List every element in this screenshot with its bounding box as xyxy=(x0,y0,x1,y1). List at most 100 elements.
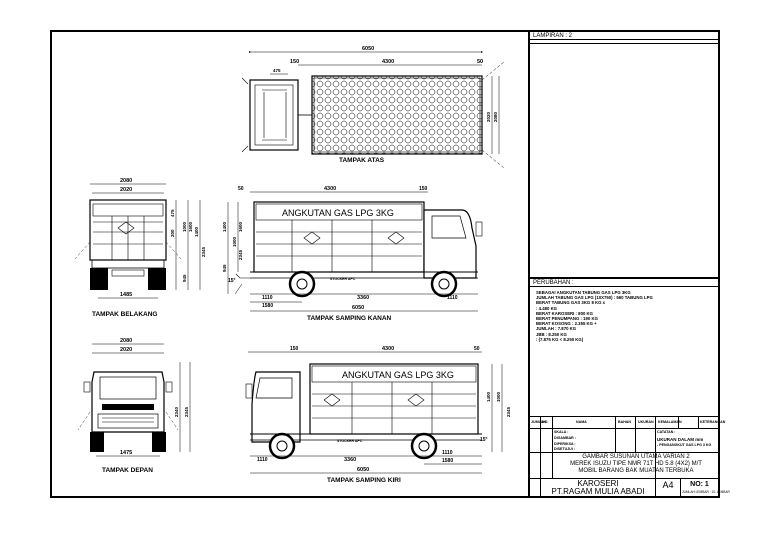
top-dim-cab: 475 xyxy=(273,68,281,73)
front-dim-track: 1475 xyxy=(120,450,132,456)
rear-dim-b: 200 xyxy=(170,229,175,237)
right-dim-h3: 1600 xyxy=(238,221,243,232)
left-dim-front: 150 xyxy=(290,346,299,352)
units-text: UKURAN DALAM mm xyxy=(657,437,704,442)
lampiran-label: LAMPIRAN : 2 xyxy=(530,32,718,40)
sheet-count: JUMLAH LEMBAR : 1/1 LEMBAR xyxy=(682,490,730,494)
rear-view: 2080 2020 1485 475 200 1000 1600 1400 23… xyxy=(73,178,206,318)
note-line: SEBAGAI ANGKUTAN TABUNG GAS LPG 3KG xyxy=(536,290,631,295)
right-dim-front: 50 xyxy=(238,186,244,192)
right-dim-body: 4300 xyxy=(324,186,336,192)
top-view: 6050 150 4300 50 475 2020 2080 TAMPAK AT… xyxy=(241,46,505,169)
right-front-wheel xyxy=(430,270,458,298)
company-line-2: PT.RAGAM MULIA ABADI xyxy=(551,487,645,496)
right-side-view: ANGKUTAN GAS LPG 3KG STOCKER APC 15° 50 … xyxy=(222,186,483,322)
th-no: NO. xyxy=(542,420,549,424)
left-view-title: TAMPAK SAMPING KIRI xyxy=(327,477,401,484)
left-dim-rear: 50 xyxy=(474,346,480,352)
right-dim-rear: 150 xyxy=(419,186,428,192)
left-dim-total: 6050 xyxy=(357,467,369,473)
units-label: CATATAN : xyxy=(657,430,676,434)
right-dim-ro2: 1110 xyxy=(447,295,458,301)
top-view-title: TAMPAK ATAS xyxy=(339,157,385,164)
top-cargo-bed xyxy=(311,75,483,155)
note-line: BERAT KAROSERI : 800 KG xyxy=(536,310,593,316)
left-dim-h1: 1400 xyxy=(486,391,491,402)
note-line: BERAT PENUMPANG : 190 KG xyxy=(536,316,598,321)
technical-drawing: 6050 150 4300 50 475 2020 2080 TAMPAK AT… xyxy=(73,46,511,484)
units-text2: - PENGANGKUT GAS LPG 3 KG xyxy=(657,443,712,447)
note-line: JUMLAH TABUNG GAS LPG (10X750) : 560 TAB… xyxy=(536,295,653,301)
right-angle: 15° xyxy=(228,278,236,284)
right-dim-ro: 1580 xyxy=(262,303,273,309)
th-kemalaman: KEMALAMAN xyxy=(658,420,682,424)
left-rear-wheel xyxy=(410,432,438,460)
front-dim-h2: 2340 xyxy=(174,406,179,417)
left-angle: 15° xyxy=(480,437,488,443)
left-dim-h3: 2345 xyxy=(506,406,511,417)
perubahan-label: PERUBAHAN : xyxy=(530,278,718,287)
th-keterangan: KETERANGAN xyxy=(700,420,726,424)
front-cab xyxy=(91,371,165,433)
front-view: 2080 2020 1475 2340 2345 TAMPAK DEPAN xyxy=(77,338,191,474)
right-stoker-label: STOCKER APC xyxy=(330,277,356,281)
note-line: BERAT KOSONG : 2.355 KG + xyxy=(536,321,597,327)
left-dim-wb: 3360 xyxy=(344,457,356,463)
drawing-sheet-border xyxy=(50,30,720,498)
left-dim-h2: 1000 xyxy=(496,391,501,402)
note-line: JUMLAH : 7.870 KG xyxy=(536,326,577,332)
right-cargo-body xyxy=(253,201,425,273)
top-dim-body: 4300 xyxy=(382,59,394,65)
right-dim-h5: 945 xyxy=(222,264,227,272)
right-dim-wb: 3360 xyxy=(357,295,369,301)
th-ukuran: UKURAN xyxy=(638,420,654,424)
top-dim-w2: 2080 xyxy=(493,111,498,122)
drawing-title-2: MEREK ISUZU TIPE NMR 71T HD 5.8 (4X2) M/… xyxy=(570,461,702,467)
rear-dim-h5: 945 xyxy=(182,274,187,282)
title-block-panel: LAMPIRAN : 2 PERUBAHAN : SEBAGAI ANGKUTA… xyxy=(528,32,730,496)
top-dim-rear: 50 xyxy=(477,59,483,65)
front-view-title: TAMPAK DEPAN xyxy=(102,467,153,474)
front-dim-w1: 2080 xyxy=(120,338,132,344)
rear-dim-track: 1485 xyxy=(120,292,132,298)
left-front-wheel xyxy=(268,432,296,460)
th-bahan: BAHAN xyxy=(618,420,631,424)
rear-dim-h1: 1400 xyxy=(194,226,199,237)
sign-digambar: DIGAMBAR : xyxy=(554,436,576,440)
rear-dim-w1: 2080 xyxy=(120,178,132,184)
paper-size: A4 xyxy=(662,480,674,490)
right-dim-h1: 1400 xyxy=(222,221,227,232)
top-dim-w1: 2020 xyxy=(486,111,491,122)
drawing-number: NO: 1 xyxy=(690,481,709,488)
left-stoker-label: STOCKER APC xyxy=(337,439,363,443)
right-rear-wheel xyxy=(288,270,316,298)
rear-dim-a: 475 xyxy=(170,209,175,217)
note-line: BERAT TABUNG GAS 3KG 8 KG x xyxy=(536,300,606,306)
sign-disetujui: DISETUJUI : xyxy=(554,447,575,451)
rear-view-title: TAMPAK BELAKANG xyxy=(92,311,157,318)
rear-dim-w2: 2020 xyxy=(120,187,132,193)
drawing-title-1: GAMBAR SUSUNAN UTAMA VARIAN 2 xyxy=(582,454,690,460)
rear-dim-h3: 1600 xyxy=(188,221,193,232)
right-dim-h4: 2345 xyxy=(238,249,243,260)
left-dim-ro2: 1580 xyxy=(442,458,453,464)
top-dim-total: 6050 xyxy=(362,46,374,52)
top-dim-front: 150 xyxy=(290,59,299,65)
right-dim-h2: 1000 xyxy=(232,236,237,247)
note-line: JBB : 8.250 KG xyxy=(536,331,567,337)
front-dim-w2: 2020 xyxy=(120,347,132,353)
left-dim-body: 4300 xyxy=(382,346,394,352)
note-line: : (7.875 KG < 8.250 KG) xyxy=(536,336,584,342)
right-view-title: TAMPAK SAMPING KANAN xyxy=(307,315,392,322)
front-dim-h1: 2345 xyxy=(184,406,189,417)
rear-dim-h4: 2345 xyxy=(201,246,206,257)
sign-diperiksa: DIPERIKSA : xyxy=(554,442,576,446)
th-jumlah: JUMLAH xyxy=(531,420,546,424)
left-banner-text: ANGKUTAN GAS LPG 3KG xyxy=(342,370,454,380)
company-line-1: KAROSERI xyxy=(577,479,619,488)
top-cab xyxy=(249,79,299,151)
drawing-title-3: MOBIL BARANG BAK MUATAN TERBUKA xyxy=(578,468,694,474)
left-dim-ro: 1110 xyxy=(442,450,453,456)
left-side-view: ANGKUTAN GAS LPG 3KG STOCKER APC 15° 150… xyxy=(245,346,511,484)
note-line: : 4.480 KG xyxy=(536,305,558,311)
